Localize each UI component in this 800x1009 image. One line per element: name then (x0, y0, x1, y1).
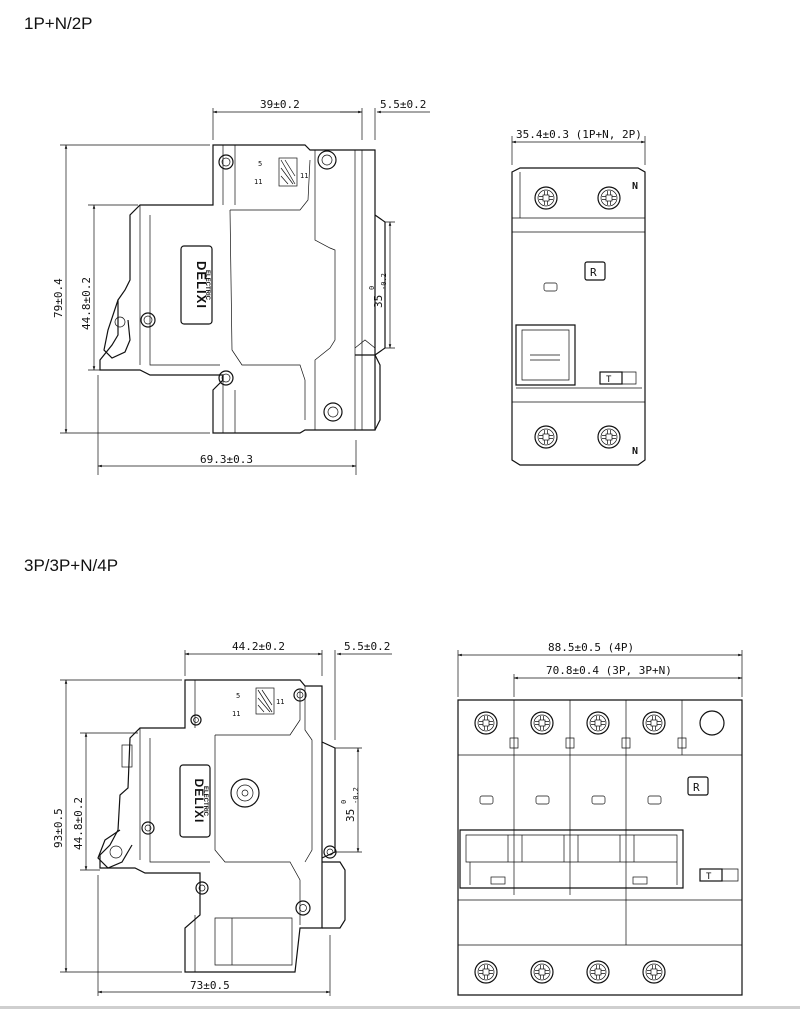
test-button-4p: T (706, 872, 712, 882)
dim-rail-sup-4p: 0 (340, 800, 348, 804)
front-view-2p: N N R T (511, 167, 646, 466)
neutral-label-top: N (632, 181, 638, 192)
dim-rail-sub-4p: -0.2 (352, 787, 360, 804)
dim-front-width: 35.4±0.3 (1P+N, 2P) (516, 128, 642, 141)
dimensions-front-2p: 35.4±0.3 (1P+N, 2P) (511, 128, 646, 165)
dim-front-width-4p: 88.5±0.5 (4P) (548, 641, 634, 654)
dimensions-side-2p: 39±0.2 5.5±0.2 79±0.4 44.8±0.2 35 0 -0.2… (52, 98, 430, 475)
dim-inner-height: 44.8±0.2 (80, 277, 93, 330)
terminal-label-5: 5 (258, 160, 262, 168)
neutral-label-bottom: N (632, 446, 638, 457)
test-button: T (606, 375, 612, 385)
brand-subtitle-4p: ELECTRIC (202, 786, 208, 817)
reset-indicator-4p: R (693, 781, 700, 794)
terminal-label-5-4p: 5 (236, 692, 240, 700)
dim-top-depth: 39±0.2 (260, 98, 300, 111)
terminal-label-11a: 11 (254, 178, 262, 186)
section-heading-2p: 1P+N/2P (24, 14, 93, 33)
dimensions-side-4p: 44.2±0.2 5.5±0.2 93±0.5 44.8±0.2 35 0 -0… (52, 640, 392, 996)
dim-inner-height-4p: 44.8±0.2 (72, 797, 85, 850)
dim-front-width-3p: 70.8±0.4 (3P, 3P+N) (546, 664, 672, 677)
side-view-4p: 5 11 11 DELIXI ELECTRIC (97, 679, 346, 973)
dim-rail-sup: 0 (368, 286, 376, 290)
dim-rail-sub: -0.2 (380, 273, 388, 290)
dim-rail: 35 (372, 295, 385, 308)
page-bottom-border (0, 1006, 800, 1009)
dim-rail-4p: 35 (344, 809, 357, 822)
brand-logo: DELIXI (194, 261, 209, 309)
brand-logo-4p: DELIXI (192, 779, 206, 824)
brand-subtitle: ELECTRIC (204, 270, 210, 301)
dim-top-offset: 5.5±0.2 (380, 98, 426, 111)
terminal-label-11b: 11 (300, 172, 308, 180)
dim-bottom-width: 69.3±0.3 (200, 453, 253, 466)
dim-top-offset-4p: 5.5±0.2 (344, 640, 390, 653)
dim-bottom-width-4p: 73±0.5 (190, 979, 230, 992)
side-view-2p: 5 11 11 DELIXI ELECTRIC (99, 144, 386, 434)
dim-height: 79±0.4 (52, 278, 65, 318)
dim-top-depth-4p: 44.2±0.2 (232, 640, 285, 653)
terminal-label-11b-4p: 11 (276, 698, 284, 706)
front-view-4p: R T (457, 699, 743, 996)
reset-indicator: R (590, 266, 597, 279)
terminal-label-11a-4p: 11 (232, 710, 240, 718)
section-heading-4p: 3P/3P+N/4P (24, 556, 119, 575)
dim-height-4p: 93±0.5 (52, 808, 65, 848)
dimensions-front-4p: 88.5±0.5 (4P) 70.8±0.4 (3P, 3P+N) (457, 641, 743, 697)
